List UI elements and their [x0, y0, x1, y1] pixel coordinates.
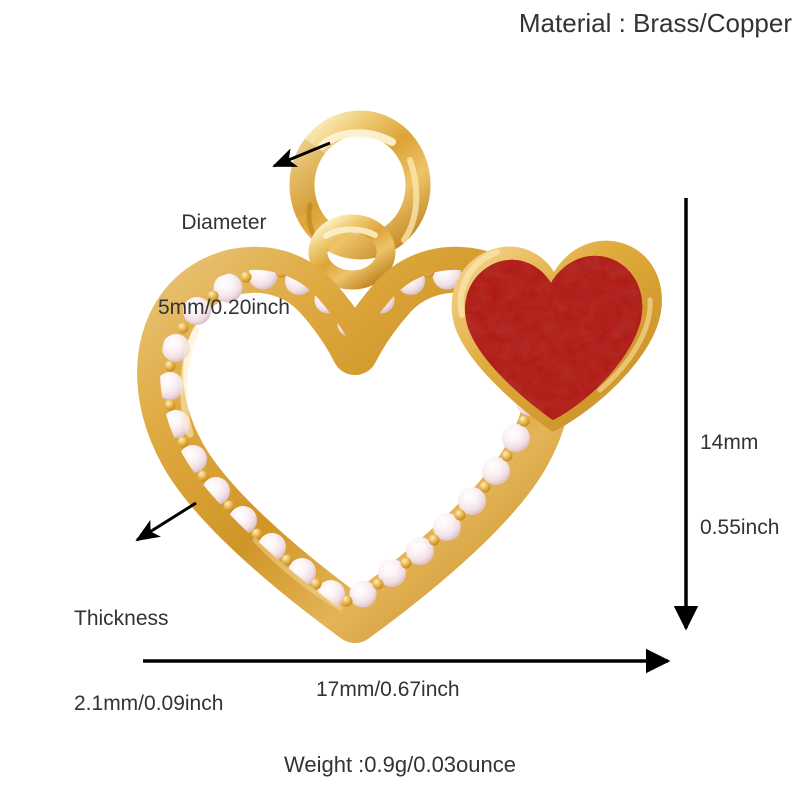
- height-dimension-label: 14mm 0.55inch: [700, 372, 779, 570]
- jump-ring: [289, 110, 431, 260]
- width-dimension-label: 17mm/0.67inch: [316, 678, 460, 701]
- connector-ring: [308, 214, 396, 290]
- thickness-label: Thickness 2.1mm/0.09inch: [74, 548, 223, 746]
- red-enamel-heart: [451, 240, 662, 432]
- material-label: Material : Brass/Copper: [518, 8, 792, 38]
- diameter-label-title: Diameter: [181, 210, 267, 234]
- height-value-mm: 14mm: [700, 430, 759, 454]
- weight-label: Weight :0.9g/0.03ounce: [284, 752, 516, 777]
- diameter-label-value: 5mm/0.20inch: [158, 295, 290, 319]
- thickness-label-value: 2.1mm/0.09inch: [74, 691, 224, 715]
- thickness-label-title: Thickness: [74, 606, 169, 630]
- diameter-label: Diameter 5mm/0.20inch: [158, 152, 290, 350]
- height-value-inch: 0.55inch: [700, 515, 780, 539]
- thickness-pointer-line: [135, 501, 197, 542]
